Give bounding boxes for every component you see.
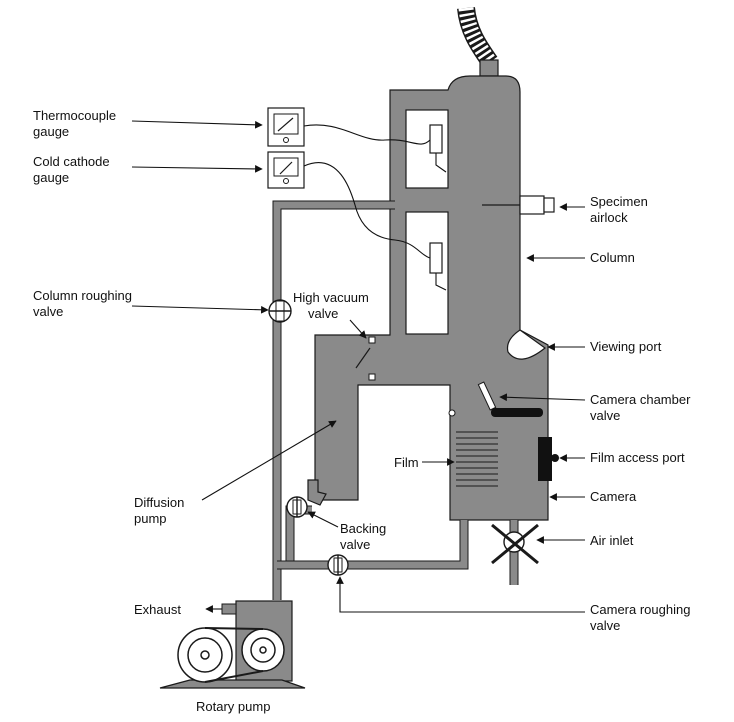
label-specimen-line2: airlock	[590, 210, 628, 225]
label-film: Film	[394, 455, 419, 470]
label-rotary-pump: Rotary pump	[196, 699, 270, 714]
film-access-port-icon	[538, 437, 559, 481]
label-viewing-port: Viewing port	[590, 339, 662, 354]
label-high-vacuum-line1: High vacuum	[293, 290, 369, 305]
label-exhaust: Exhaust	[134, 602, 181, 617]
thermocouple-gauge-icon	[267, 107, 305, 147]
hose-icon	[457, 6, 499, 77]
label-air-inlet: Air inlet	[590, 533, 634, 548]
label-camera-chamber-line1: Camera chamber	[590, 392, 691, 407]
column-roughing-valve-icon	[268, 299, 292, 323]
label-cold-cathode-line2: gauge	[33, 170, 69, 185]
label-column-roughing-line2: valve	[33, 304, 63, 319]
label-specimen-line1: Specimen	[590, 194, 648, 209]
label-film-access: Film access port	[590, 450, 685, 465]
thermocouple-wire	[303, 124, 431, 145]
label-backing-line1: Backing	[340, 521, 386, 536]
backing-valve-icon	[286, 496, 308, 518]
cold-cathode-wire	[303, 162, 431, 259]
air-inlet-valve-icon	[491, 523, 539, 565]
text-labels: Thermocouple gauge Cold cathode gauge Sp…	[33, 108, 691, 714]
film-stack	[456, 431, 498, 487]
label-camera: Camera	[590, 489, 637, 504]
camera-roughing-valve-icon	[327, 554, 349, 576]
cold-cathode-gauge-icon	[267, 151, 305, 189]
label-thermocouple-line2: gauge	[33, 124, 69, 139]
viewing-port-window	[506, 329, 546, 360]
camera-chamber-valve-icon	[448, 381, 543, 417]
leader-lines	[131, 120, 586, 613]
label-column: Column	[590, 250, 635, 265]
gauge-tube-upper	[429, 124, 447, 173]
label-thermocouple-line1: Thermocouple	[33, 108, 116, 123]
high-vacuum-valve-icon	[355, 336, 376, 381]
rotary-pump-icon	[159, 600, 306, 689]
specimen-airlock	[482, 195, 555, 215]
label-camera-roughing-line1: Camera roughing	[590, 602, 690, 617]
label-cold-cathode-line1: Cold cathode	[33, 154, 110, 169]
label-high-vacuum-line2: valve	[308, 306, 338, 321]
label-column-roughing-line1: Column roughing	[33, 288, 132, 303]
label-diffusion-line2: pump	[134, 511, 167, 526]
label-diffusion-line1: Diffusion	[134, 495, 184, 510]
label-camera-chamber-line2: valve	[590, 408, 620, 423]
label-camera-roughing-line2: valve	[590, 618, 620, 633]
label-backing-line2: valve	[340, 537, 370, 552]
